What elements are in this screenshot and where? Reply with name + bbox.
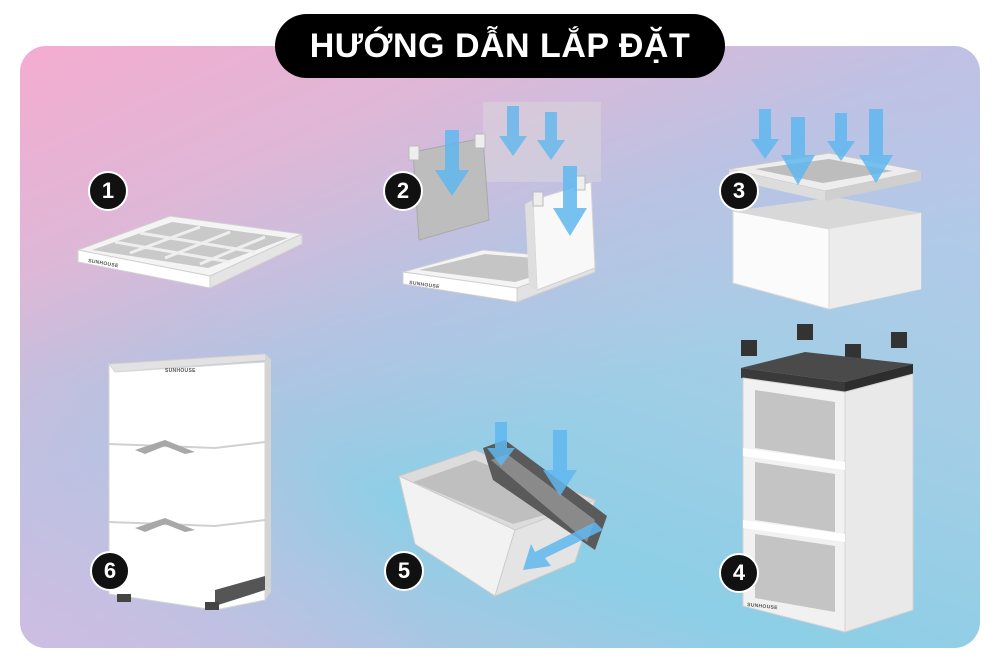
step-3-top-frame	[728, 109, 922, 310]
step-5-drawer-front	[397, 422, 607, 597]
step-6-finished-cabinet: SUNHOUSE	[108, 353, 273, 611]
step-1-base-tray: SUNHOUSE	[76, 215, 304, 289]
step-number: 6	[103, 558, 117, 583]
brand-label: SUNHOUSE	[747, 602, 779, 611]
step-4-assembled-frame: SUNHOUSE	[741, 324, 914, 633]
step-badge-3: 3	[719, 171, 759, 211]
title-banner: HƯỚNG DẪN LẮP ĐẶT	[275, 14, 725, 78]
step-number: 1	[101, 178, 115, 203]
brand-label: SUNHOUSE	[165, 368, 196, 374]
insert-arrow-icon	[487, 422, 603, 570]
brand-label: SUNHOUSE	[409, 280, 441, 290]
step-number: 3	[732, 178, 746, 203]
step-number: 2	[396, 178, 410, 203]
step-badge-6: 6	[90, 551, 130, 591]
step-number: 5	[397, 558, 411, 583]
step-badge-5: 5	[384, 551, 424, 591]
brand-label: SUNHOUSE	[88, 258, 120, 269]
step-badge-4: 4	[719, 553, 759, 593]
page-title: HƯỚNG DẪN LẮP ĐẶT	[309, 26, 691, 65]
step-2-side-panels: SUNHOUSE	[402, 102, 601, 303]
step-badge-2: 2	[383, 171, 423, 211]
step-number: 4	[732, 560, 746, 585]
down-arrow-icon	[751, 109, 893, 185]
down-arrow-icon	[435, 106, 587, 236]
step-badge-1: 1	[88, 171, 128, 211]
